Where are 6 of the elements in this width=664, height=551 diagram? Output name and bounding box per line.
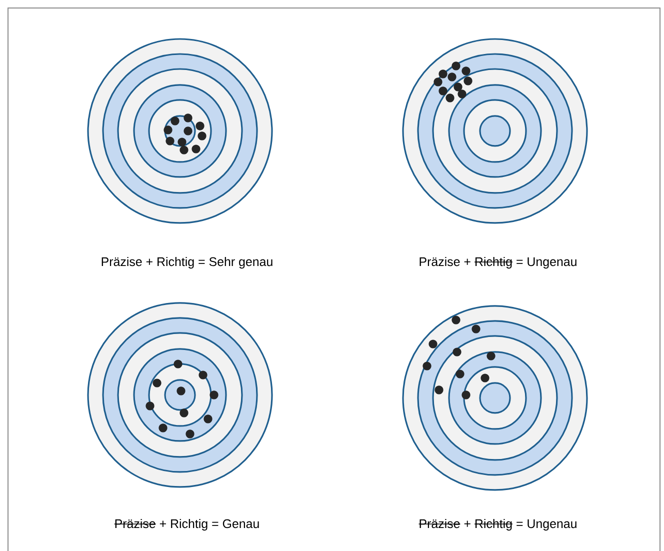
caption-text: Präzise + [420,256,470,266]
caption-text: = Ungenau [516,519,576,531]
caption-text: Präzise + Richtig = Sehr genau [102,256,272,269]
caption-text: + [464,520,470,527]
caption-text: = Ungenau [516,257,576,269]
caption-text: + Richtig = Genau [160,518,259,531]
